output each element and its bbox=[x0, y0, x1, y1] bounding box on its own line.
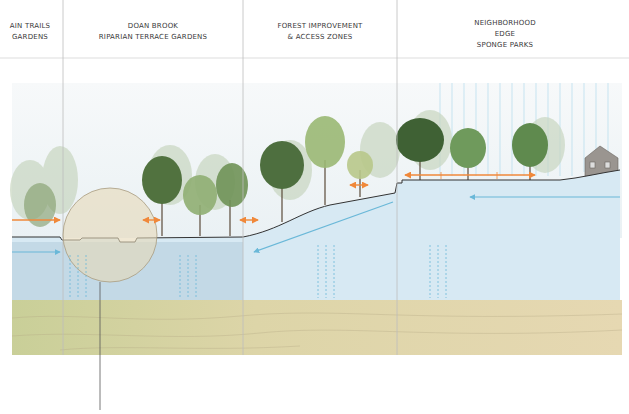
heading-text: FOREST IMPROVEMENT & ACCESS ZONES bbox=[277, 22, 362, 41]
heading-text: DOAN BROOK RIPARIAN TERRACE GARDENS bbox=[99, 22, 207, 41]
heading-text: AIN TRAILS GARDENS bbox=[10, 22, 50, 41]
heading-text: NEIGHBORHOOD EDGE SPONGE PARKS bbox=[474, 19, 536, 49]
column-heading: AIN TRAILS GARDENS bbox=[10, 21, 50, 43]
column-heading: NEIGHBORHOOD EDGE SPONGE PARKS bbox=[474, 18, 536, 51]
column-heading: DOAN BROOK RIPARIAN TERRACE GARDENS bbox=[99, 21, 207, 43]
column-heading: FOREST IMPROVEMENT & ACCESS ZONES bbox=[277, 21, 362, 43]
